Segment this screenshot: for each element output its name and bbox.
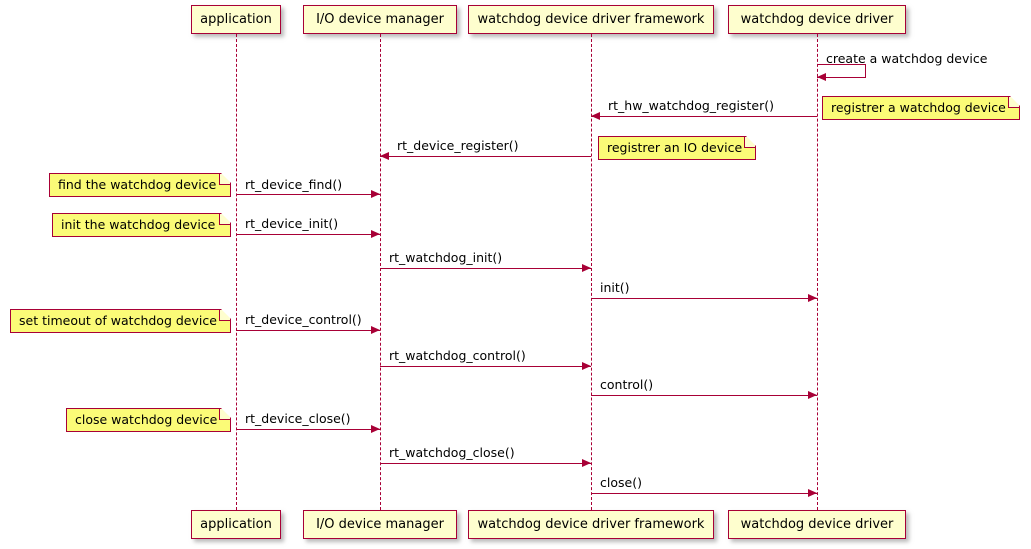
message-label-init: init() xyxy=(600,280,630,295)
arrowhead-control xyxy=(808,391,817,399)
participant-box-bottom-watchdog-driver[interactable]: watchdog device driver xyxy=(728,510,906,539)
lifeline-application xyxy=(236,34,237,510)
note-registrer-an-io-device: registrer an IO device xyxy=(598,136,756,160)
participant-box-top-watchdog-driver[interactable]: watchdog device driver xyxy=(728,5,906,34)
note-fold-corner-icon xyxy=(219,310,230,321)
note-fold-corner-icon xyxy=(219,214,230,225)
message-line-rt-watchdog-init xyxy=(380,268,591,269)
message-label-rt-device-close: rt_device_close() xyxy=(245,411,351,426)
participant-label: application xyxy=(200,517,272,532)
participant-box-top-io-device-manager[interactable]: I/O device manager xyxy=(303,5,457,34)
arrowhead-close xyxy=(808,489,817,497)
participant-box-top-watchdog-framework[interactable]: watchdog device driver framework xyxy=(468,5,714,34)
arrowhead-rt-device-close xyxy=(371,425,380,433)
message-label-rt-device-register: rt_device_register() xyxy=(397,138,519,153)
lifeline-io-device-manager xyxy=(380,34,381,510)
note-close-watchdog-device: close watchdog device xyxy=(66,408,231,432)
arrowhead-rt-device-init xyxy=(371,230,380,238)
arrowhead-rt-watchdog-close xyxy=(582,459,591,467)
participant-label: watchdog device driver xyxy=(740,517,894,532)
message-label-rt-device-init: rt_device_init() xyxy=(245,216,339,231)
message-label-rt-hw-watchdog-register: rt_hw_watchdog_register() xyxy=(608,98,774,113)
message-label-rt-device-find: rt_device_find() xyxy=(245,177,343,192)
arrowhead-rt-watchdog-init xyxy=(582,264,591,272)
note-fold-corner-icon xyxy=(219,409,230,420)
message-line-rt-watchdog-close xyxy=(380,463,591,464)
participant-box-bottom-application[interactable]: application xyxy=(191,510,281,539)
participant-label: watchdog device driver framework xyxy=(477,517,705,532)
participant-box-bottom-io-device-manager[interactable]: I/O device manager xyxy=(303,510,457,539)
participant-box-bottom-watchdog-framework[interactable]: watchdog device driver framework xyxy=(468,510,714,539)
message-line-rt-device-register xyxy=(380,156,591,157)
participant-label: I/O device manager xyxy=(316,517,444,532)
message-label-rt-watchdog-close: rt_watchdog_close() xyxy=(389,445,515,460)
message-line-rt-device-control xyxy=(236,330,380,331)
note-fold-corner-icon xyxy=(219,174,230,185)
lifeline-watchdog-driver xyxy=(817,34,818,510)
participant-label: I/O device manager xyxy=(316,12,444,27)
participant-box-top-application[interactable]: application xyxy=(191,5,281,34)
note-init-the-watchdog-device: init the watchdog device xyxy=(52,213,231,237)
message-line-control xyxy=(591,395,817,396)
note-text: init the watchdog device xyxy=(61,216,216,232)
message-label-close: close() xyxy=(600,475,642,490)
self-message-create-watchdog-device xyxy=(817,64,866,78)
arrowhead-create-watchdog-device xyxy=(817,73,826,81)
message-line-rt-device-find xyxy=(236,194,380,195)
note-find-the-watchdog-device: find the watchdog device xyxy=(49,173,231,197)
message-label-control: control() xyxy=(600,377,654,392)
arrowhead-rt-device-register xyxy=(380,152,389,160)
note-set-timeout-of-watchdog-device: set timeout of watchdog device xyxy=(10,309,231,333)
message-line-close xyxy=(591,493,817,494)
message-line-rt-hw-watchdog-register xyxy=(591,116,817,117)
message-line-rt-device-close xyxy=(236,429,380,430)
participant-label: application xyxy=(200,12,272,27)
note-text: set timeout of watchdog device xyxy=(19,312,217,328)
arrowhead-rt-device-control xyxy=(371,326,380,334)
message-label-rt-watchdog-init: rt_watchdog_init() xyxy=(389,250,503,265)
message-line-rt-device-init xyxy=(236,234,380,235)
arrowhead-rt-hw-watchdog-register xyxy=(591,112,600,120)
note-fold-corner-icon xyxy=(1008,97,1019,108)
arrowhead-rt-device-find xyxy=(371,190,380,198)
note-fold-corner-icon xyxy=(744,137,755,148)
note-registrer-a-watchdog-device: registrer a watchdog device xyxy=(822,96,1020,120)
message-line-init xyxy=(591,298,817,299)
participant-label: watchdog device driver framework xyxy=(477,12,705,27)
note-text: registrer an IO device xyxy=(607,139,743,155)
arrowhead-rt-watchdog-control xyxy=(582,362,591,370)
lifeline-watchdog-framework xyxy=(591,34,592,510)
message-label-rt-watchdog-control: rt_watchdog_control() xyxy=(389,348,526,363)
message-label-rt-device-control: rt_device_control() xyxy=(245,312,362,327)
note-text: find the watchdog device xyxy=(58,176,217,192)
note-text: registrer a watchdog device xyxy=(831,99,1006,115)
participant-label: watchdog device driver xyxy=(740,12,894,27)
message-label-create-watchdog-device: create a watchdog device xyxy=(826,51,988,66)
arrowhead-init xyxy=(808,294,817,302)
message-line-rt-watchdog-control xyxy=(380,366,591,367)
note-text: close watchdog device xyxy=(75,411,218,427)
